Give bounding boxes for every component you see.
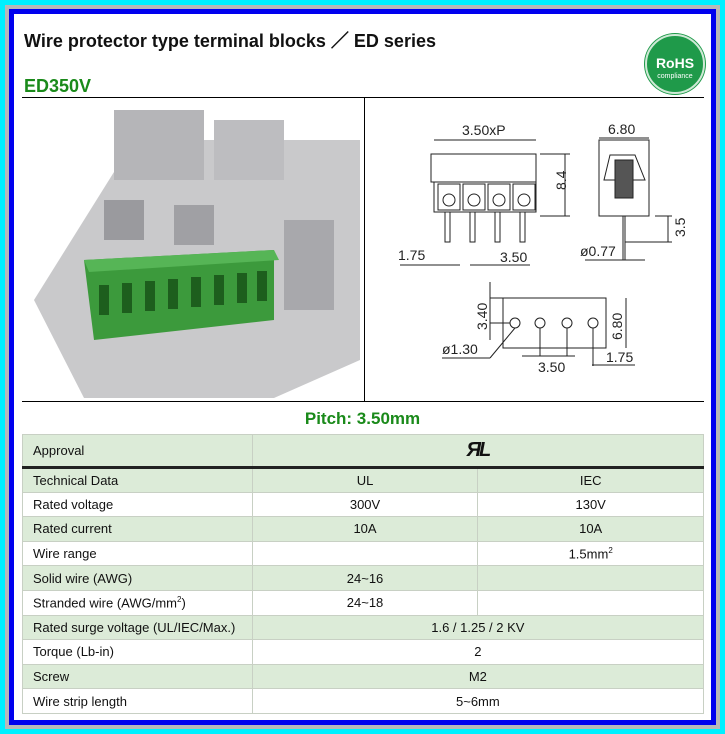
svg-text:1.75: 1.75 bbox=[606, 349, 633, 365]
svg-text:3.5: 3.5 bbox=[672, 217, 688, 237]
table-row-approval: Approval ЯL bbox=[22, 434, 705, 469]
svg-text:3.50: 3.50 bbox=[500, 249, 527, 265]
svg-text:8.4: 8.4 bbox=[553, 170, 569, 190]
svg-text:6.80: 6.80 bbox=[608, 121, 635, 137]
svg-text:3.50xP: 3.50xP bbox=[462, 122, 506, 138]
divider bbox=[22, 401, 704, 402]
spec-table: Approval ЯL Technical Data UL IEC Rated … bbox=[22, 434, 705, 714]
header-cell: IEC bbox=[477, 467, 704, 493]
svg-text:6.80: 6.80 bbox=[609, 313, 625, 340]
table-header-row: Technical Data UL IEC bbox=[22, 467, 704, 493]
svg-text:3.50: 3.50 bbox=[538, 359, 565, 375]
ul-mark-icon: ЯL bbox=[251, 434, 705, 469]
header-cell: Technical Data bbox=[22, 467, 253, 493]
table-row: Torque (Lb-in)2 bbox=[22, 639, 705, 665]
divider bbox=[22, 97, 704, 98]
product-photo bbox=[34, 110, 360, 398]
model-name: ED350V bbox=[24, 76, 92, 96]
svg-text:3.40: 3.40 bbox=[474, 303, 490, 330]
divider-vertical bbox=[364, 97, 365, 401]
approval-label: Approval bbox=[22, 434, 253, 469]
pitch-heading: Pitch: 3.50mm bbox=[304, 409, 421, 428]
header-cell: UL bbox=[251, 467, 479, 493]
table-row: Stranded wire (AWG/mm2)24~18 bbox=[22, 589, 704, 616]
table-row: Rated surge voltage (UL/IEC/Max.)1.6 / 1… bbox=[22, 614, 705, 641]
svg-text:1.75: 1.75 bbox=[398, 247, 425, 263]
dimension-drawing: 3.50xP 6.80 8.4 3.5 1.75 3.50 ø0.77 3.40… bbox=[398, 121, 688, 375]
svg-text:ø0.77: ø0.77 bbox=[580, 243, 616, 259]
table-row: Solid wire (AWG)24~16 bbox=[22, 565, 704, 591]
svg-text:ø1.30: ø1.30 bbox=[442, 341, 478, 357]
page-title: Wire protector type terminal blocks ／ ED… bbox=[24, 31, 436, 51]
